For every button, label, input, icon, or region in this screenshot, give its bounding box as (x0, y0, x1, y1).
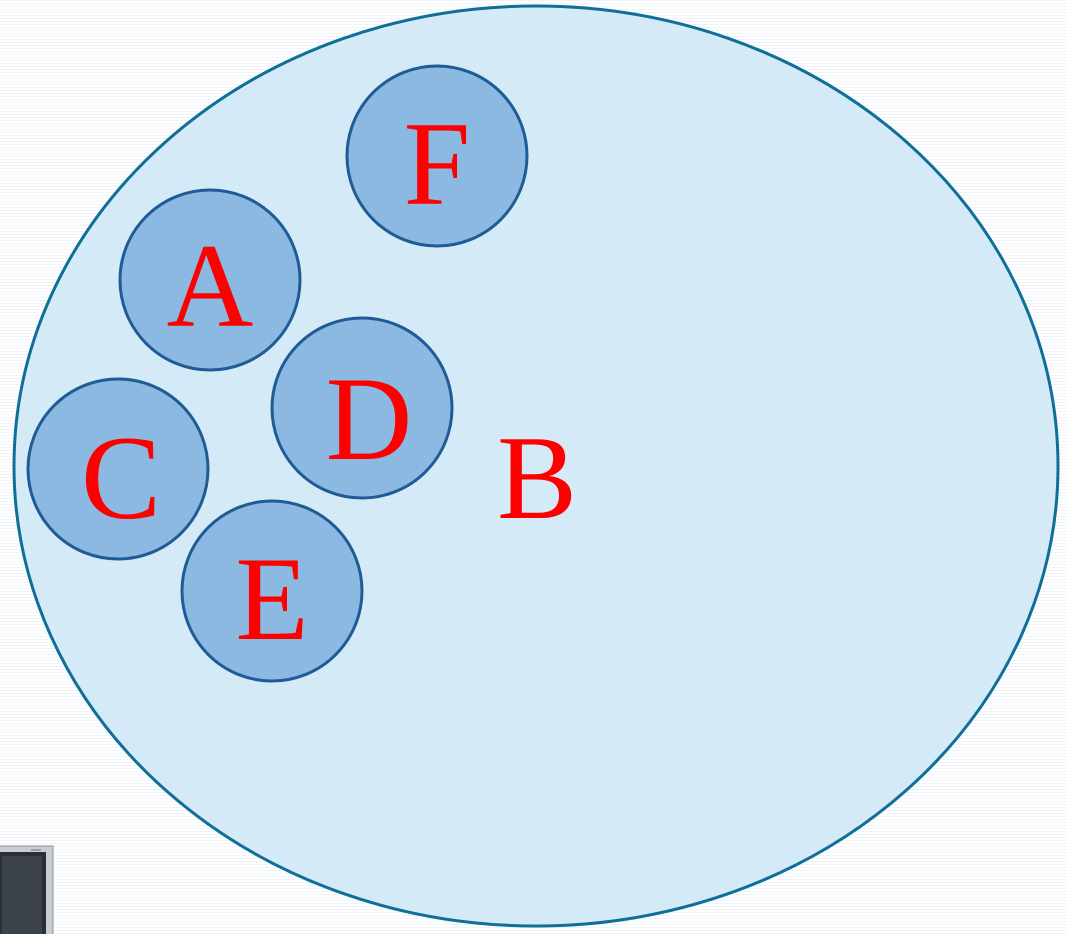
set-e: E (180, 499, 364, 683)
set-a-label: A (167, 219, 254, 352)
set-d-circle (270, 316, 454, 500)
set-f: F (345, 64, 529, 248)
set-c: C (26, 377, 210, 561)
set-a-circle (118, 188, 302, 372)
set-b-label: B (497, 411, 577, 544)
set-e-label: E (235, 532, 308, 665)
set-f-circle (345, 64, 529, 248)
set-e-circle (180, 499, 364, 683)
set-d-label: D (326, 352, 413, 485)
set-d: D (270, 316, 454, 500)
set-c-circle (26, 377, 210, 561)
set-c-label: C (81, 411, 161, 544)
set-f-label: F (404, 97, 471, 230)
set-a: A (118, 188, 302, 372)
